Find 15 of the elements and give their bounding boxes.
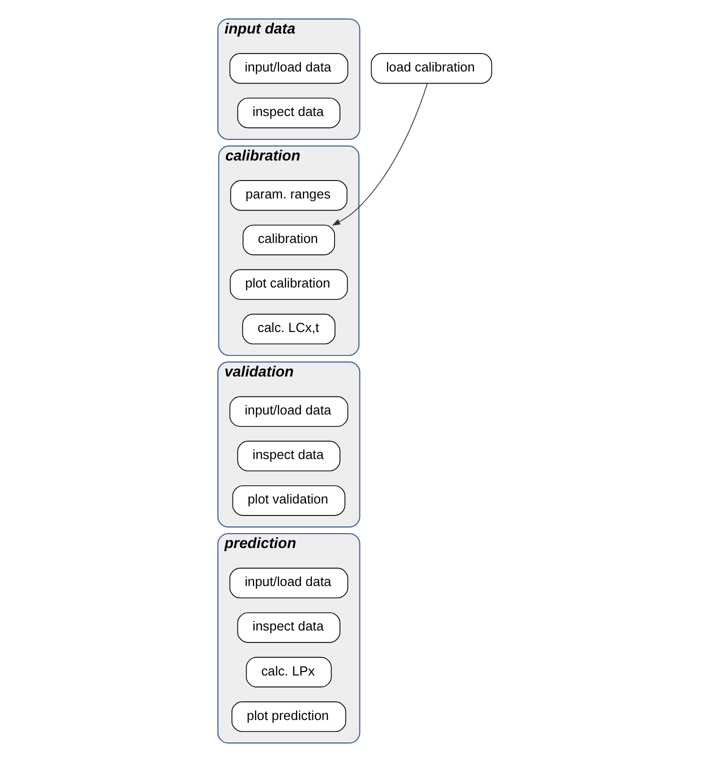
node-box: input/load data — [229, 396, 348, 427]
node-box: input/load data — [229, 568, 348, 598]
node-box: param. ranges — [230, 180, 348, 211]
node-box: calc. LPx — [246, 656, 332, 688]
node-box: plot calibration — [230, 269, 348, 300]
node-box: calibration — [242, 224, 335, 256]
arrow — [332, 83, 428, 226]
node-box: load calibration — [370, 53, 492, 84]
node-box: calc. LCx,t — [242, 314, 336, 344]
node-box: plot prediction — [232, 701, 346, 732]
node-box: plot validation — [232, 485, 346, 516]
node-box: inspect data — [237, 440, 340, 472]
node-box: inspect data — [237, 98, 340, 128]
node-box: input/load data — [229, 53, 348, 84]
node-box: inspect data — [237, 612, 340, 643]
